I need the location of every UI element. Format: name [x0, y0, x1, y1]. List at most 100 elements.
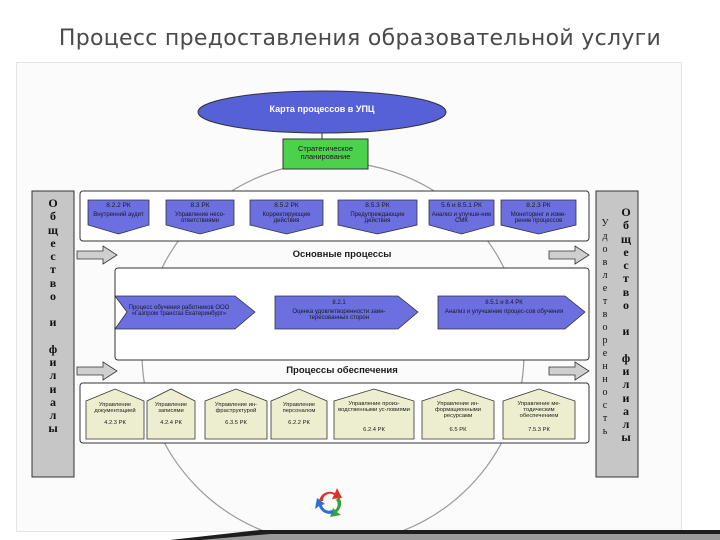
support-text-7: Управление ме-тодическим обеспечением [517, 401, 561, 420]
support-arrow-left [76, 361, 118, 381]
cycle-icon-blue [315, 498, 334, 514]
mgmt-code-4: 8.5.3 РК [365, 202, 390, 209]
core-code-2: 8.2.1 [332, 300, 346, 306]
column-letter: л [622, 377, 630, 392]
column-gap [617, 339, 635, 352]
column-letter: и [622, 324, 630, 339]
support-text-6: Управление ин-формационными ресурсами [434, 401, 481, 420]
mgmt-text-2: Управление несо-ответствиями [174, 212, 226, 225]
support-code-2: 4.2.4 РК [160, 420, 182, 426]
mgmt-shape-3 [249, 199, 324, 235]
column-letter: л [622, 417, 630, 432]
support-code-7: 7.5.3 РК [528, 427, 550, 433]
column-letter: е [623, 244, 629, 259]
mgmt-shape-6 [500, 199, 577, 235]
support-arrow-right [548, 361, 590, 381]
bottom-stripe-grey [200, 534, 720, 540]
support-text-1: Управление документацией [94, 402, 136, 415]
support-text-5: Управление произ-водственными ус-ловиями [338, 401, 410, 414]
mgmt-text-4: Предупреждающие действия [350, 212, 405, 225]
core-shape-3 [437, 295, 586, 330]
mgmt-code-2: 8.3 РК [190, 202, 210, 209]
support-shape-2 [146, 388, 196, 440]
core-shapes [114, 295, 586, 330]
column-letter: н [602, 361, 608, 372]
column-letter: в [49, 275, 57, 290]
column-letter: е [602, 283, 608, 294]
support-shape-4 [270, 388, 328, 440]
support-processes-label: Процессы обеспечения [286, 365, 398, 376]
mgmt-shape-5 [428, 199, 495, 235]
support-shape-6 [421, 388, 495, 440]
column-letter: и [49, 381, 57, 396]
core-text-2: Оценка удовлетворенности заин-тересованн… [292, 309, 386, 322]
column-letter: щ [620, 231, 632, 246]
column-gap [32, 330, 74, 343]
support-code-5: 6.2.4 РК [363, 427, 385, 433]
strategic-planning-box [282, 138, 369, 170]
column-letter: У [601, 218, 609, 229]
support-code-1: 4.2.3 РК [104, 420, 126, 426]
bottom-decoration [170, 530, 720, 540]
column-letter: т [623, 271, 629, 286]
column-letter: л [49, 408, 57, 423]
mgmt-code-5: 5.6 и 8.5.1 РК [441, 202, 482, 209]
column-letter: с [623, 258, 629, 273]
column-letter: в [602, 257, 608, 268]
core-code-3: 8.5.1 и 8.4 РК [485, 300, 523, 306]
process-map-diagram: Карта процессов в УПЦ Стратегическое пла… [16, 62, 682, 532]
column-letter: ь [602, 426, 608, 437]
core-text-3: Анализ и улучшение процес-сов обучения [444, 309, 564, 315]
right-society-column [595, 190, 639, 478]
column-letter: с [50, 249, 56, 264]
column-letter: е [50, 235, 56, 250]
mgmt-shape-4 [337, 199, 418, 235]
process-map-title: Карта процессов в УПЦ [269, 104, 375, 114]
mgmt-text-6: Мониторинг и изме-рение процессов [510, 212, 567, 225]
column-letter: л [602, 270, 608, 281]
column-letter: о [623, 298, 629, 313]
column-letter: б [623, 218, 629, 233]
mgmt-shape-1 [87, 199, 150, 235]
column-letter: н [602, 374, 608, 385]
column-letter: л [49, 368, 57, 383]
column-letter: и [49, 315, 57, 330]
column-letter: в [622, 284, 630, 299]
core-text-1: Процесс обучения работников ООО «Газпром… [128, 305, 230, 318]
column-letter: а [623, 403, 629, 418]
support-code-4: 6.2.2 РК [288, 420, 310, 426]
column-letter: в [602, 309, 608, 320]
column-letter: о [50, 289, 56, 304]
column-letter: ы [621, 430, 631, 445]
support-shapes [85, 388, 576, 440]
column-letter: и [622, 363, 630, 378]
column-letter: о [602, 322, 608, 333]
mgmt-shape-2 [165, 199, 235, 235]
support-shape-1 [85, 388, 145, 440]
support-shape-7 [502, 388, 576, 440]
column-letter: ф [48, 341, 58, 356]
column-letter: о [602, 244, 608, 255]
column-letter: ы [48, 421, 58, 436]
diagram-graphics [31, 90, 639, 531]
column-letter: и [49, 354, 57, 369]
support-code-3: 6.3.5 РК [225, 420, 247, 426]
support-code-6: 6.5 РК [449, 427, 467, 433]
column-letter: р [602, 335, 608, 346]
mgmt-text-5: Анализ и улучше-ние СМК [431, 212, 492, 225]
support-text-3: Управление ин-фраструктурой [214, 402, 258, 415]
column-letter: б [50, 209, 56, 224]
column-letter: т [50, 262, 56, 277]
core-shape-1 [114, 295, 256, 330]
column-letter: т [602, 413, 608, 424]
mgmt-text-3: Корректирующие действия [262, 212, 311, 225]
left-society-column [31, 190, 75, 478]
column-letter: О [621, 205, 631, 219]
column-letter: и [622, 390, 630, 405]
support-text-4: Управление персоналом [282, 402, 316, 415]
mgmt-code-1: 8.2.2 РК [106, 202, 131, 209]
column-letter: а [50, 394, 56, 409]
